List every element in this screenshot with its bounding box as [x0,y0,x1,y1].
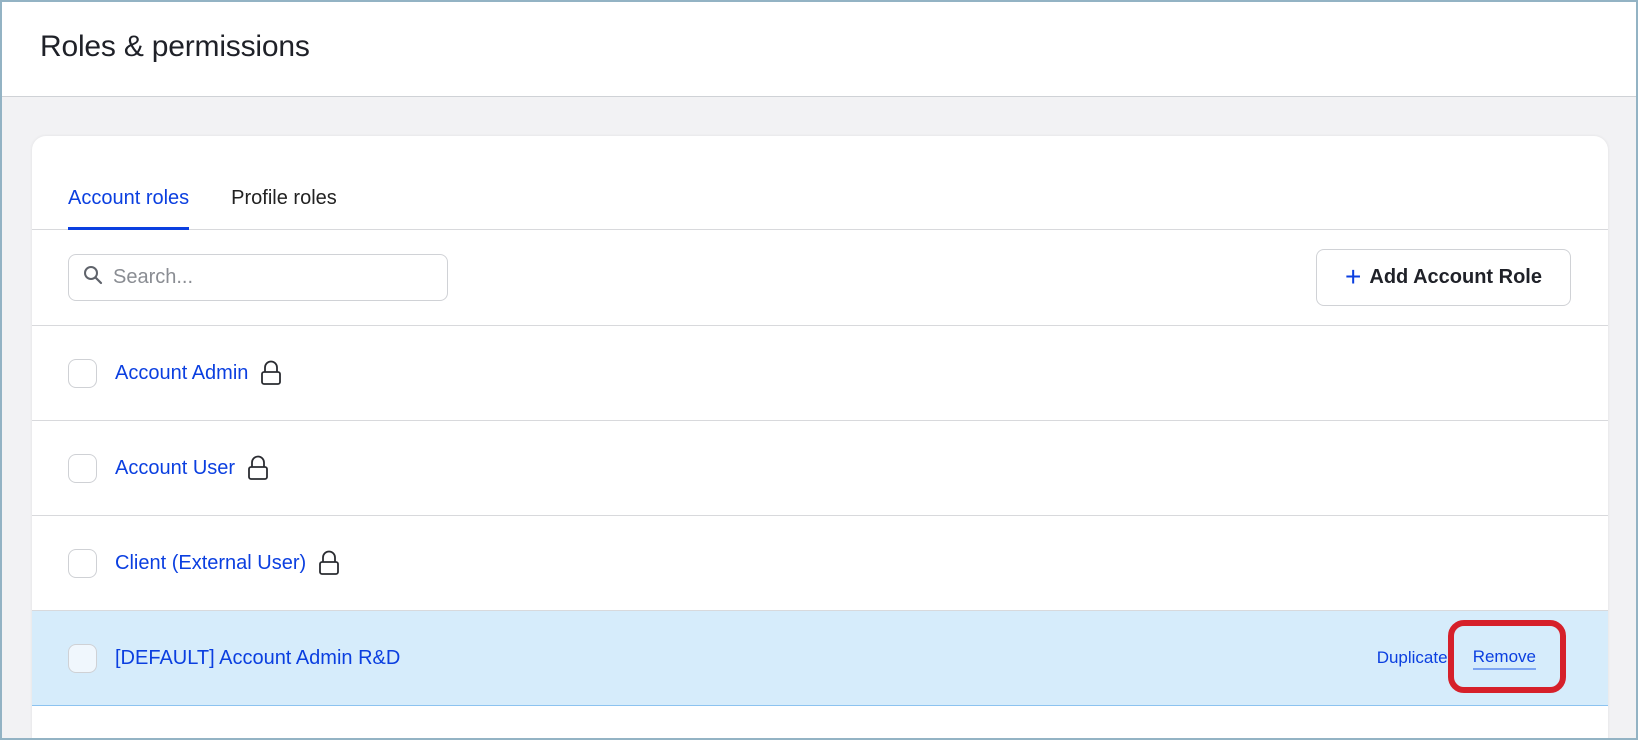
duplicate-wrap: Duplicate [1376,648,1447,668]
search-box[interactable] [68,254,448,301]
role-row: Account User [32,421,1608,516]
role-name-link[interactable]: Account Admin [115,361,249,384]
role-name-link[interactable]: Client (External User) [115,551,307,574]
plus-icon: + [1345,260,1362,292]
role-row: Account Admin [32,326,1608,421]
role-name-link[interactable]: [DEFAULT] Account Admin R&D [115,646,401,669]
role-row-empty [32,706,1608,738]
lock-icon [260,360,282,386]
search-input[interactable] [113,266,413,289]
role-row: Client (External User) [32,516,1608,611]
tab-bar: Account roles Profile roles [32,136,1608,230]
remove-link[interactable]: Remove [1472,647,1536,670]
add-account-role-label: Add Account Role [1369,266,1542,288]
lock-icon [318,550,340,576]
tab-account-roles[interactable]: Account roles [68,187,190,230]
search-icon [83,265,103,290]
row-checkbox[interactable] [68,548,97,578]
row-checkbox[interactable] [68,358,97,388]
row-actions: Duplicate Remove [1376,611,1536,705]
add-account-role-button[interactable]: + Add Account Role [1316,249,1571,306]
lock-icon [247,455,269,481]
page-header: Roles & permissions [2,2,1636,97]
roles-card: Account roles Profile roles + Add Accoun… [32,136,1608,738]
duplicate-link[interactable]: Duplicate [1376,648,1447,668]
role-name-link[interactable]: Account User [115,456,236,479]
page-title: Roles & permissions [40,30,310,63]
tab-profile-roles[interactable]: Profile roles [231,187,337,209]
toolbar: + Add Account Role [32,230,1608,326]
row-checkbox[interactable] [68,453,97,483]
row-checkbox[interactable] [68,643,97,673]
role-row-selected: [DEFAULT] Account Admin R&D Duplicate Re… [32,611,1608,706]
